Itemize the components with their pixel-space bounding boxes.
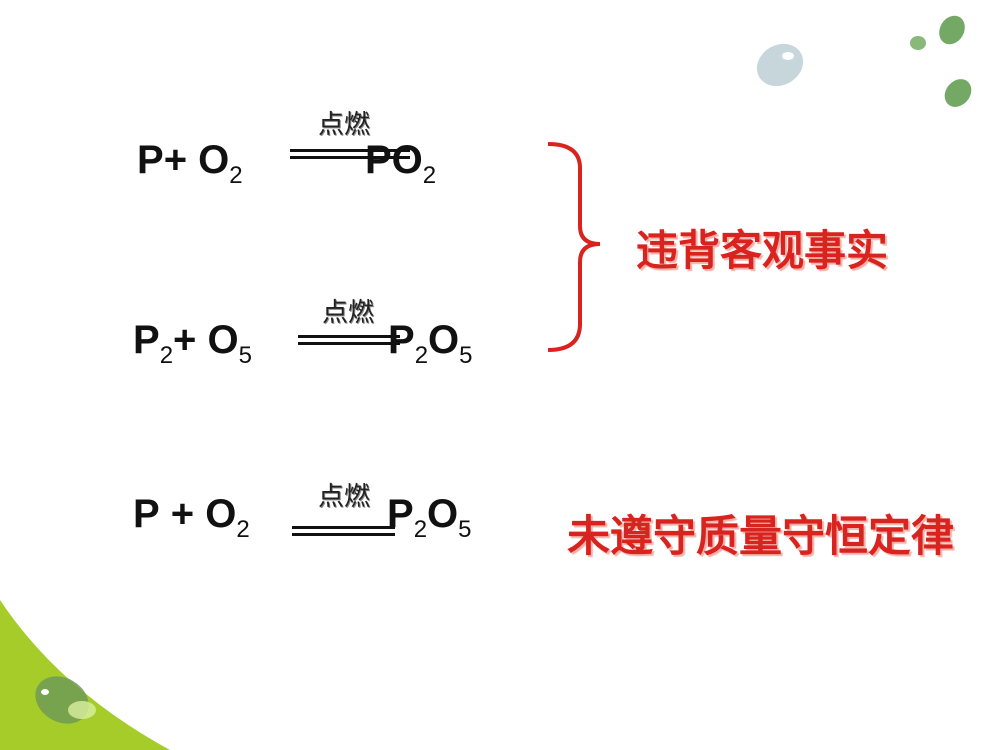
green-corner-decoration (0, 600, 170, 750)
equation-2-condition: 点燃 (322, 298, 375, 328)
equation-1-equals-sign (290, 149, 410, 159)
equation-2-product: P2O5 (388, 318, 473, 369)
right-brace (547, 142, 601, 352)
equation-3-condition: 点燃 (318, 482, 371, 512)
annotation-mass-law-violation: 未遵守质量守恒定律 (567, 512, 954, 562)
equation-3-product: P2O5 (387, 492, 472, 543)
equation-1-product: PO2 (365, 138, 437, 189)
annotation-fact-violation: 违背客观事实 (636, 226, 889, 275)
equation-2-reactants: P2+ O5 (133, 318, 252, 369)
equation-3-equals-sign (292, 526, 395, 536)
equation-2-equals-sign (298, 335, 400, 345)
equation-3-reactants: P + O2 (133, 492, 250, 543)
equation-1-condition: 点燃 (318, 110, 371, 140)
water-droplets-decoration (756, 15, 972, 107)
equation-1-reactants: P+ O2 (137, 138, 243, 189)
